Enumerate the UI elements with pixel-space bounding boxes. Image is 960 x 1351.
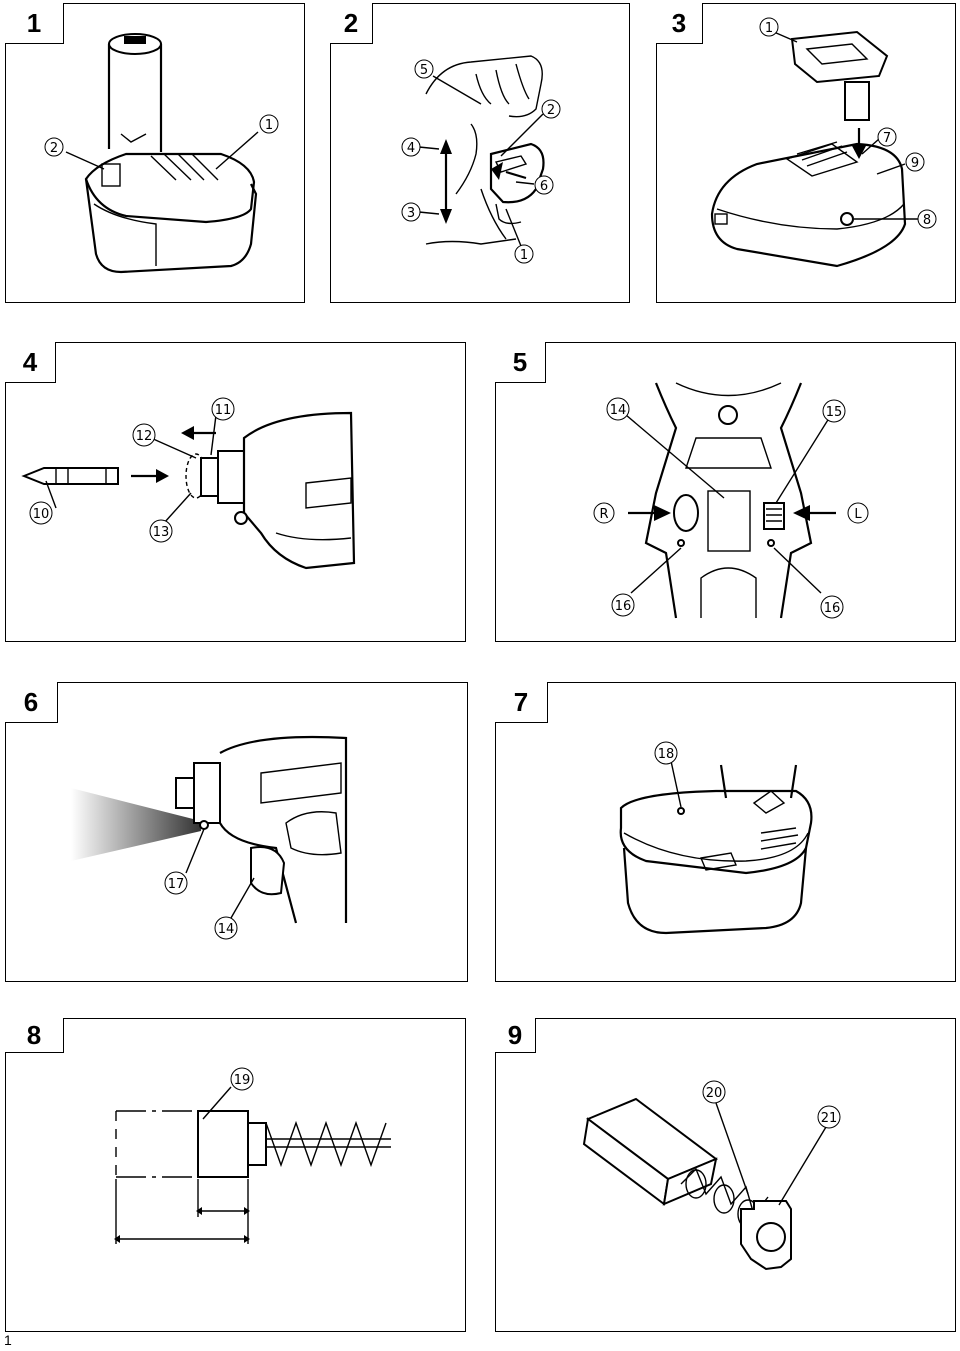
svg-text:5: 5 xyxy=(420,63,428,78)
svg-text:3: 3 xyxy=(407,206,415,221)
forward-reverse-switch-illustration: 14 15 R L 16 16 xyxy=(593,382,869,619)
callout-11: 11 xyxy=(211,397,235,421)
svg-text:16: 16 xyxy=(824,601,841,616)
svg-text:18: 18 xyxy=(658,747,675,762)
svg-text:L: L xyxy=(854,507,862,522)
figure-panel-4: 4 11 12 10 13 xyxy=(5,342,466,642)
led-light-illustration: 17 14 xyxy=(71,735,348,940)
callout-14: 14 xyxy=(606,397,630,421)
svg-text:1: 1 xyxy=(765,21,773,36)
svg-text:13: 13 xyxy=(153,525,170,540)
svg-text:14: 14 xyxy=(218,922,235,937)
battery-indicator-illustration: 18 xyxy=(619,741,813,935)
svg-text:1: 1 xyxy=(520,248,528,263)
callout-3: 3 xyxy=(401,202,421,222)
callout-15: 15 xyxy=(822,399,846,423)
svg-text:4: 4 xyxy=(407,141,415,156)
callout-6: 6 xyxy=(534,175,554,195)
panel-number: 4 xyxy=(5,342,56,383)
svg-text:7: 7 xyxy=(883,131,891,146)
callout-1: 1 xyxy=(759,17,779,37)
svg-text:19: 19 xyxy=(234,1073,251,1088)
carbon-brush-wear-limit-diagram: 19 xyxy=(114,1067,391,1244)
reverse-symbol: R xyxy=(593,502,615,524)
callout-12: 12 xyxy=(132,423,156,447)
svg-text:2: 2 xyxy=(50,141,58,156)
callout-10: 10 xyxy=(29,501,53,525)
callout-14: 14 xyxy=(214,916,238,940)
callout-4: 4 xyxy=(401,137,421,157)
figure-panel-7: 7 18 xyxy=(495,682,956,982)
svg-text:15: 15 xyxy=(826,405,843,420)
svg-text:1: 1 xyxy=(265,118,273,133)
page-number: 1 xyxy=(4,1332,12,1348)
callout-8: 8 xyxy=(917,209,937,229)
callout-18: 18 xyxy=(654,741,678,765)
svg-text:17: 17 xyxy=(168,877,185,892)
callout-2: 2 xyxy=(541,99,561,119)
panel-number: 1 xyxy=(5,3,64,44)
panel-number: 3 xyxy=(656,3,703,44)
callout-9: 9 xyxy=(905,152,925,172)
bit-insertion-illustration: 11 12 10 13 xyxy=(21,397,356,570)
callout-13: 13 xyxy=(149,519,173,543)
callout-2: 2 xyxy=(44,137,64,157)
figure-panel-3: 3 1 7 9 8 xyxy=(656,3,956,303)
figure-panel-5: 5 14 15 R L 16 16 xyxy=(495,342,956,642)
svg-text:21: 21 xyxy=(821,1111,838,1126)
svg-text:20: 20 xyxy=(706,1086,723,1101)
svg-text:16: 16 xyxy=(615,599,632,614)
callout-20: 20 xyxy=(702,1080,726,1104)
figure-panel-8: 8 19 xyxy=(5,1018,466,1332)
panel-number: 8 xyxy=(5,1018,64,1053)
carbon-brush-replacement-illustration: 20 21 xyxy=(582,1080,841,1271)
figure-panel-6: 6 17 14 xyxy=(5,682,468,982)
svg-text:8: 8 xyxy=(923,213,931,228)
callout-5: 5 xyxy=(414,59,434,79)
panel-number: 9 xyxy=(495,1018,536,1053)
svg-text:10: 10 xyxy=(33,507,50,522)
charger-illustration: 1 7 9 8 xyxy=(710,17,937,268)
figure-panel-2: 2 5 2 4 6 3 1 xyxy=(330,3,630,303)
panel-number: 7 xyxy=(495,682,548,723)
callout-16-right: 16 xyxy=(820,595,844,619)
svg-text:11: 11 xyxy=(215,403,232,418)
callout-21: 21 xyxy=(817,1105,841,1129)
figure-panel-9: 9 20 21 xyxy=(495,1018,956,1332)
svg-text:9: 9 xyxy=(911,156,919,171)
svg-text:6: 6 xyxy=(540,179,548,194)
svg-text:R: R xyxy=(599,507,608,522)
callout-19: 19 xyxy=(230,1067,254,1091)
forward-symbol: L xyxy=(847,502,869,524)
figure-panel-1: 1 2 1 xyxy=(5,3,305,303)
battery-illustration: 2 1 xyxy=(44,33,279,274)
svg-text:2: 2 xyxy=(547,103,555,118)
callout-1: 1 xyxy=(259,114,279,134)
battery-removal-illustration: 5 2 4 6 3 1 xyxy=(401,55,561,264)
svg-text:12: 12 xyxy=(136,429,153,444)
callout-17: 17 xyxy=(164,871,188,895)
panel-number: 2 xyxy=(330,3,373,44)
callout-7: 7 xyxy=(877,127,897,147)
panel-number: 5 xyxy=(495,342,546,383)
panel-number: 6 xyxy=(5,682,58,723)
callout-1: 1 xyxy=(514,244,534,264)
svg-text:14: 14 xyxy=(610,403,627,418)
callout-16-left: 16 xyxy=(611,593,635,617)
